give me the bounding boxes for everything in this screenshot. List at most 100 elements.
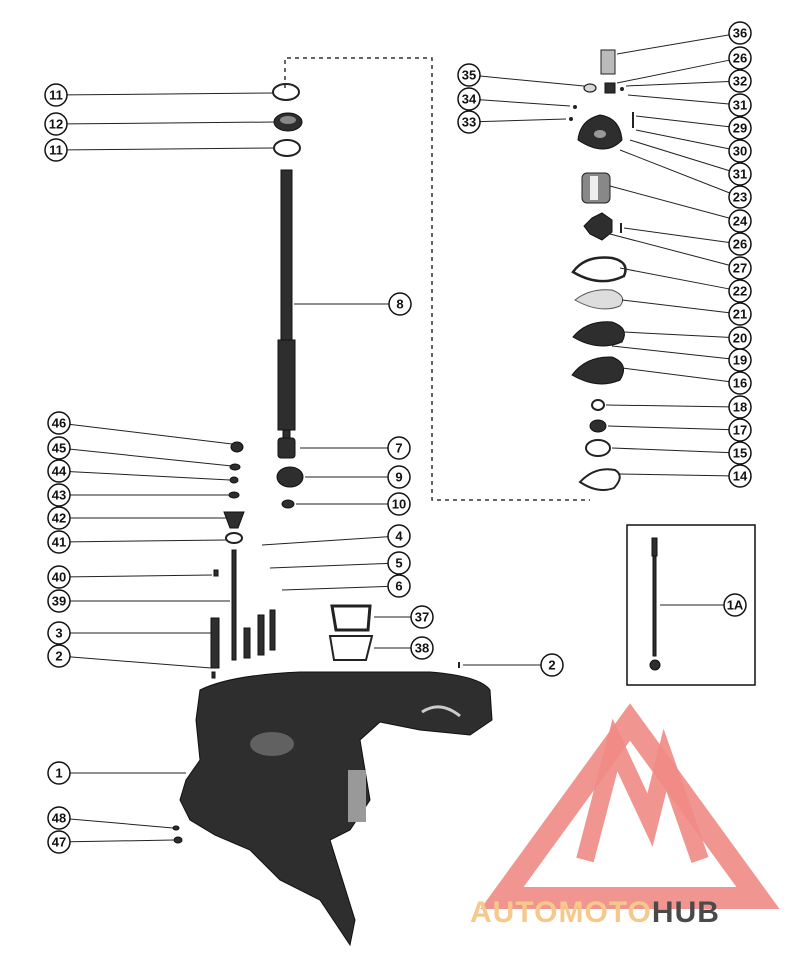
- leader-line-11: [66, 147, 275, 151]
- callout-circle-11: [44, 83, 68, 107]
- lower-seal-ring: [273, 139, 301, 157]
- leader-line-4: [261, 536, 389, 546]
- callout-circle-40: [47, 565, 71, 589]
- callout-label-42: 42: [52, 511, 66, 526]
- inset-shift-shaft: [649, 537, 661, 671]
- drive-shaft-bearing: [277, 437, 296, 459]
- shift-stack: [210, 441, 245, 679]
- leader-line-35: [479, 75, 585, 87]
- callout-label-1: 1: [55, 766, 62, 781]
- callout-label-31: 31: [733, 167, 747, 182]
- callout-circle-26: [728, 46, 752, 70]
- callout-circle-29: [728, 116, 752, 140]
- watermark-text-hub: HUB: [652, 896, 720, 929]
- callout-label-32: 32: [733, 74, 747, 89]
- callout-label-34: 34: [462, 92, 477, 107]
- callout-label-29: 29: [733, 121, 747, 136]
- callout-circle-4: [387, 524, 411, 548]
- leader-line-34: [479, 99, 571, 107]
- leader-line-41: [69, 539, 227, 543]
- callout-circle-9: [387, 465, 411, 489]
- leader-line-45: [69, 448, 233, 467]
- leader-line-27: [609, 233, 730, 266]
- callout-circle-42: [47, 506, 71, 530]
- callout-circle-30: [728, 139, 752, 163]
- callout-circle-11: [44, 138, 68, 162]
- callout-label-40: 40: [52, 570, 66, 585]
- callout-label-21: 21: [733, 307, 747, 322]
- callout-circle-14: [728, 464, 752, 488]
- callout-label-12: 12: [49, 117, 63, 132]
- watermark-text-automoto: AUTOMOTO: [470, 896, 652, 929]
- callout-label-31: 31: [733, 98, 747, 113]
- callout-label-44: 44: [52, 464, 67, 479]
- callout-label-11: 11: [49, 143, 63, 158]
- callout-label-33: 33: [462, 115, 476, 130]
- callout-label-7: 7: [395, 441, 402, 456]
- callout-label-4: 4: [395, 529, 403, 544]
- leader-line-46: [69, 423, 233, 445]
- callout-circle-32: [728, 69, 752, 93]
- callout-label-9: 9: [395, 470, 402, 485]
- callout-circle-2: [47, 644, 71, 668]
- leader-line-5: [269, 562, 389, 569]
- leader-line-36: [616, 34, 730, 55]
- callout-label-43: 43: [52, 488, 66, 503]
- watermark-logo: [480, 703, 780, 909]
- watermark-text: AUTOMOTOHUB: [470, 896, 720, 929]
- callout-circle-47: [47, 830, 71, 854]
- callout-label-10: 10: [392, 497, 406, 512]
- leader-line-24: [609, 185, 730, 219]
- callout-circle-39: [47, 589, 71, 613]
- callout-circle-45: [47, 436, 71, 460]
- callout-label-24: 24: [733, 214, 748, 229]
- callout-circle-10: [387, 492, 411, 516]
- shift-rods: [243, 609, 276, 659]
- callout-circle-17: [728, 418, 752, 442]
- callout-circle-36: [728, 21, 752, 45]
- leader-line-16: [621, 367, 730, 383]
- callout-label-16: 16: [733, 376, 747, 391]
- leader-line-32: [625, 80, 730, 87]
- callout-circle-3: [47, 621, 71, 645]
- callout-label-26: 26: [733, 51, 747, 66]
- callout-circle-16: [728, 371, 752, 395]
- callout-label-18: 18: [733, 400, 747, 415]
- leader-line-30: [635, 129, 730, 150]
- drain-screw-washer: [172, 825, 183, 844]
- callout-label-27: 27: [733, 261, 747, 276]
- leader-line-17: [607, 425, 730, 431]
- callout-layer: 1112118464544434241403932148477910456373…: [44, 21, 752, 854]
- callout-circle-2: [540, 653, 564, 677]
- callout-label-39: 39: [52, 594, 66, 609]
- callout-label-8: 8: [396, 297, 403, 312]
- callout-label-15: 15: [733, 446, 747, 461]
- leader-line-21: [621, 299, 730, 314]
- callout-circle-43: [47, 483, 71, 507]
- callout-label-1A: 1A: [727, 598, 744, 613]
- drive-shaft: [277, 169, 296, 443]
- callout-circle-7: [387, 436, 411, 460]
- leader-line-12: [66, 121, 276, 125]
- callout-circle-46: [47, 411, 71, 435]
- callout-circle-5: [387, 551, 411, 575]
- callout-label-19: 19: [733, 353, 747, 368]
- leader-line-2: [69, 656, 212, 669]
- callout-label-17: 17: [733, 423, 747, 438]
- callout-circle-8: [388, 292, 412, 316]
- callout-label-5: 5: [395, 556, 402, 571]
- callout-circle-19: [728, 348, 752, 372]
- anode-plates: [328, 604, 374, 661]
- leader-line-15: [611, 447, 730, 454]
- callout-label-45: 45: [52, 441, 66, 456]
- callout-label-23: 23: [733, 190, 747, 205]
- callout-circle-21: [728, 302, 752, 326]
- leader-line-31: [627, 94, 730, 105]
- callout-circle-34: [457, 87, 481, 111]
- callout-label-37: 37: [415, 610, 429, 625]
- assembly-dashed-line: [284, 57, 590, 501]
- callout-circle-24: [728, 209, 752, 233]
- callout-circle-37: [410, 605, 434, 629]
- seal-carrier: [273, 112, 303, 132]
